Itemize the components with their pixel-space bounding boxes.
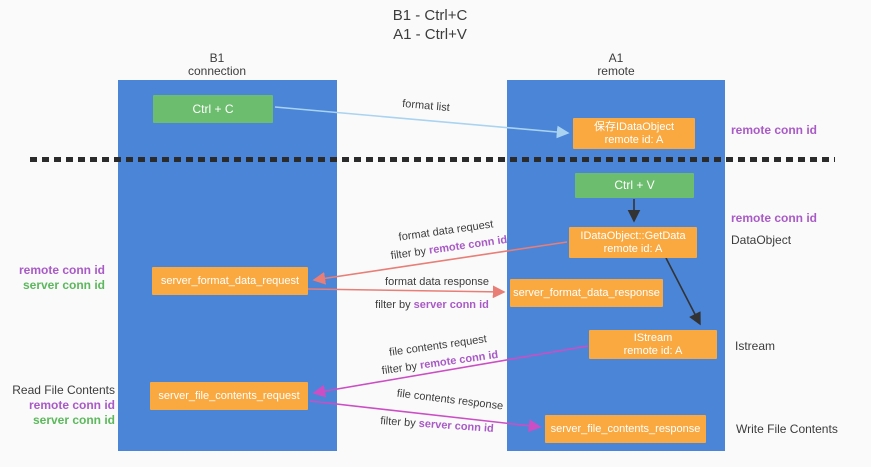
lane-header-b1: B1 connection [147,52,287,78]
node-ctrl-c-label: Ctrl + C [192,101,234,116]
node-save-idataobject-line1: 保存IDataObject [593,120,675,133]
diagram-title: B1 - Ctrl+C A1 - Ctrl+V [330,6,530,44]
node-istream: IStream remote id: A [589,330,717,359]
node-server-file-contents-request: server_file_contents_request [150,382,308,410]
side-label-dataobject: DataObject [731,233,792,247]
node-server-file-contents-response-label: server_file_contents_response [550,422,701,435]
server-conn-id-keyword-2: server conn id [418,417,495,435]
node-istream-line1: IStream [633,331,673,344]
node-ctrl-c: Ctrl + C [153,95,273,123]
edge-label-format-data-response: format data response [385,276,489,288]
lane-a1-role: remote [597,64,635,78]
side-label-remote-conn-id-2: remote conn id [731,211,818,225]
left-conn-id-group-2: Read File Contents remote conn id server… [12,383,115,428]
filter-by-text-3: filter by [381,359,421,378]
node-server-file-contents-request-label: server_file_contents_request [158,389,300,402]
node-getdata-line1: IDataObject::GetData [580,229,686,242]
title-line-2: A1 - Ctrl+V [393,26,467,43]
server-conn-id-keyword-1: server conn id [413,299,489,311]
lane-b1-role: connection [187,64,247,78]
node-idataobject-getdata: IDataObject::GetData remote id: A [569,227,697,258]
left-server-conn-id-1: server conn id [22,278,105,292]
lane-b1-name: B1 [209,51,225,65]
node-istream-line2: remote id: A [623,344,683,357]
node-server-format-data-response: server_format_data_response [510,279,663,307]
lane-a1-name: A1 [608,51,624,65]
side-label-remote-conn-id-1: remote conn id [731,123,818,137]
node-save-idataobject: 保存IDataObject remote id: A [573,118,695,149]
filter-by-text-1: filter by [390,244,430,263]
edge-label-filter-server-2: filter by server conn id [380,415,494,435]
left-remote-conn-id-1: remote conn id [18,263,105,277]
edge-label-file-contents-response: file contents response [396,387,504,413]
left-server-conn-id-2: server conn id [32,413,115,427]
node-server-format-data-request: server_format_data_request [152,267,308,295]
side-label-read-file-contents: Read File Contents [12,383,115,397]
left-remote-conn-id-2: remote conn id [28,398,115,412]
node-save-idataobject-line2: remote id: A [604,133,664,146]
title-line-1: B1 - Ctrl+C [392,7,468,24]
filter-by-text-2: filter by [375,299,414,311]
node-server-file-contents-response: server_file_contents_response [545,415,706,443]
node-server-format-data-response-label: server_format_data_response [513,286,660,299]
edge-label-format-list: format list [401,97,451,115]
node-ctrl-v-label: Ctrl + V [614,178,655,192]
left-conn-id-group-1: remote conn id server conn id [19,263,105,293]
filter-by-text-4: filter by [379,415,420,430]
dashed-divider-line [30,157,835,162]
node-server-format-data-request-label: server_format_data_request [160,274,300,287]
arrow-format-data-response [307,285,506,299]
side-label-write-file-contents: Write File Contents [736,422,838,436]
node-ctrl-v: Ctrl + V [575,173,694,198]
side-label-istream: Istream [735,339,776,353]
edge-label-filter-server-1: filter by server conn id [375,299,489,311]
node-getdata-line2: remote id: A [603,242,663,255]
lane-header-a1: A1 remote [546,52,686,78]
